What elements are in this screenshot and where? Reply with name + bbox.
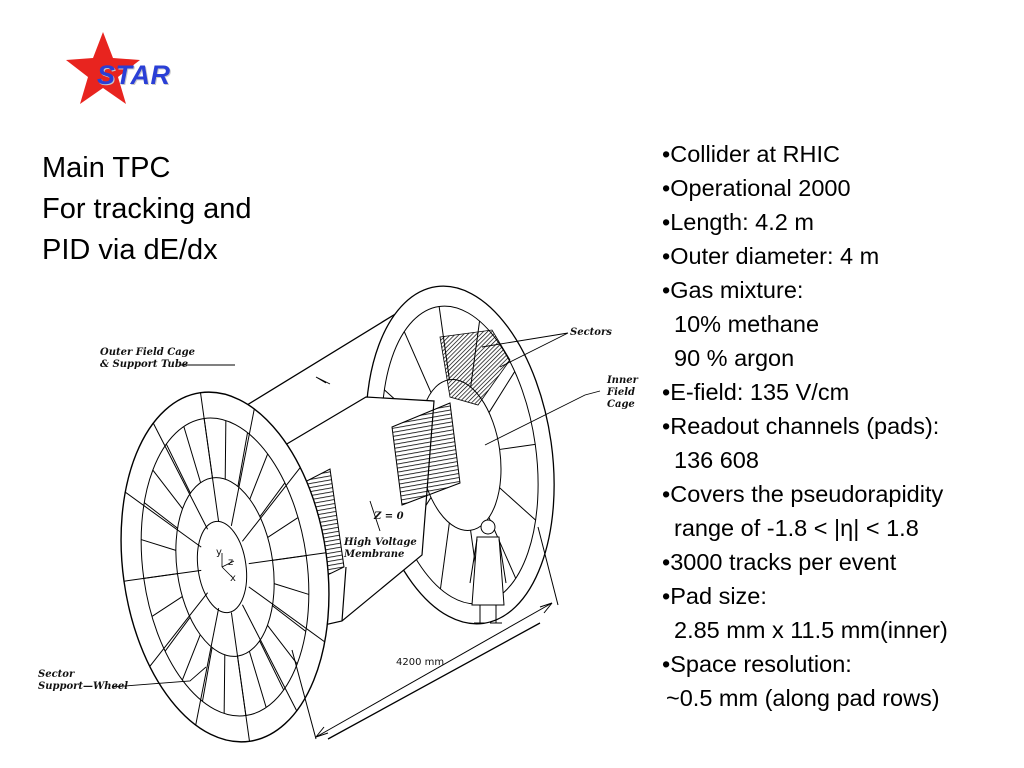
sector-wheel-label-1: Sector	[38, 669, 75, 680]
wheel-spoke	[499, 443, 536, 450]
sectors-label: Sectors	[570, 327, 612, 338]
person-figure	[469, 519, 507, 624]
spec-item: •3000 tracks per event	[662, 549, 897, 575]
wheel-spoke	[267, 624, 298, 665]
wheel-spoke	[124, 491, 202, 548]
wheel-spoke	[249, 453, 269, 500]
inner-field-cage-label-2: Field	[606, 387, 635, 398]
wheel-spoke	[237, 656, 247, 716]
spec-item: •Covers the pseudorapidity	[662, 481, 944, 507]
wheel-spoke	[237, 432, 249, 487]
spec-item: •Collider at RHIC	[662, 141, 840, 167]
hv-membrane-label-2: Membrane	[343, 549, 404, 560]
spec-item: 90 % argon	[674, 345, 795, 371]
spec-item: ~0.5 mm (along pad rows)	[666, 685, 940, 711]
spec-item: 2.85 mm x 11.5 mm(inner)	[674, 617, 948, 643]
wheel-spoke	[248, 651, 267, 708]
wheel-spoke	[272, 555, 307, 561]
wheel-spoke	[143, 573, 178, 579]
wheel-spoke	[259, 482, 286, 517]
wheel-spoke	[499, 487, 536, 521]
logo-text: STAR	[97, 60, 171, 90]
spec-item: •E-field: 135 V/cm	[662, 379, 850, 405]
wheel-spoke	[203, 418, 213, 478]
spec-item: 10% methane	[674, 311, 820, 337]
wheel-spoke	[195, 608, 220, 726]
title-line-1: Main TPC	[42, 152, 171, 184]
wheel-spoke	[272, 605, 307, 632]
dimension-label: 4200 mm	[396, 657, 444, 668]
wheel-spoke	[152, 422, 209, 530]
spec-item: •Pad size:	[662, 583, 767, 609]
spec-item: •Length: 4.2 m	[662, 209, 814, 235]
spec-item: •Readout channels (pads):	[662, 413, 940, 439]
inner-field-cage-label-1: Inner	[606, 375, 639, 386]
wheel-spoke	[181, 634, 201, 681]
wheel-spoke	[248, 586, 326, 643]
wheel-spoke	[223, 654, 226, 714]
spec-item: range of -1.8 < |η| < 1.8	[674, 515, 919, 541]
spec-item: •Operational 2000	[662, 175, 851, 201]
slide-title: Main TPC For tracking and PID via dE/dx	[42, 148, 252, 271]
axis-y-label: y	[216, 547, 222, 558]
sectors-region	[439, 329, 511, 406]
red-star-icon	[66, 32, 140, 104]
sector-wheel-label-2: Support—Wheel	[38, 681, 128, 692]
wheel-spoke	[149, 592, 209, 667]
title-line-3: PID via dE/dx	[42, 234, 218, 266]
wheel-spoke	[183, 426, 202, 483]
spec-item: 136 608	[674, 447, 759, 473]
axis-marker: y z x	[216, 547, 236, 584]
callout-lines	[111, 332, 601, 688]
wheel-spoke	[241, 467, 301, 542]
spec-list: •Collider at RHIC •Operational 2000 •Lengt…	[662, 137, 1022, 715]
wheel-spoke	[230, 408, 255, 526]
wheel-spoke	[403, 331, 432, 393]
wheel-spoke	[201, 647, 213, 702]
wheel-spoke	[152, 469, 183, 510]
wheel-spoke	[143, 502, 178, 529]
tpc-diagram: y z x 4200 mm Outer Fie	[30, 285, 660, 750]
wheel-spoke	[274, 583, 309, 595]
outer-field-cage-label-2: & Support Tube	[100, 359, 188, 370]
hv-membrane-label-1: High Voltage	[343, 537, 417, 548]
star-shape	[66, 32, 140, 104]
wheel-spoke	[439, 522, 450, 589]
title-line-2: For tracking and	[42, 193, 252, 225]
wheel-spoke	[151, 596, 183, 617]
outer-field-cage-label-1: Outer Field Cage	[100, 347, 195, 358]
spec-item: •Space resolution:	[662, 651, 852, 677]
star-logo: STAR	[58, 30, 188, 106]
wheel-spoke	[224, 420, 227, 480]
z0-label: Z = 0	[373, 511, 404, 522]
inner-field-cage-far	[391, 402, 461, 506]
wheel-spoke	[241, 604, 298, 712]
wheel-spoke	[267, 517, 299, 538]
spec-item: •Outer diameter: 4 m	[662, 243, 880, 269]
axis-x-label: x	[230, 573, 236, 584]
wheel-spoke	[164, 617, 191, 652]
wheel-spoke	[259, 640, 285, 691]
wheel-spoke	[141, 539, 176, 551]
wheel-spoke	[165, 443, 191, 494]
tpc-drawing: y z x 4200 mm Outer Fie	[38, 285, 639, 743]
spec-item: •Gas mixture:	[662, 277, 804, 303]
length-dimension	[291, 526, 559, 740]
inner-field-cage-label-3: Cage	[607, 399, 635, 410]
wheel-spoke	[488, 371, 516, 413]
